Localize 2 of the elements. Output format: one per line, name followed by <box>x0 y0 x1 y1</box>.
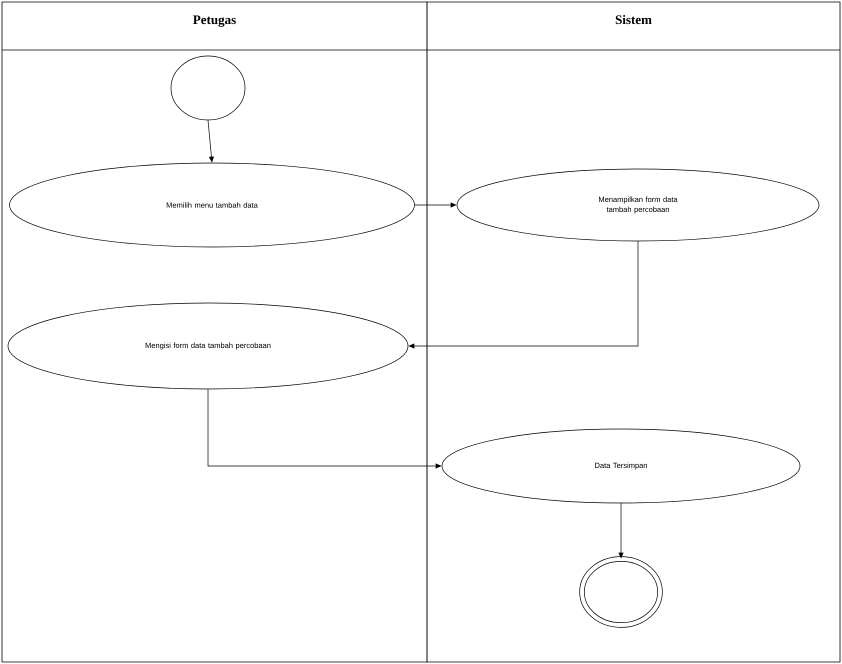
initial-node <box>170 56 246 120</box>
final-node <box>579 556 663 628</box>
